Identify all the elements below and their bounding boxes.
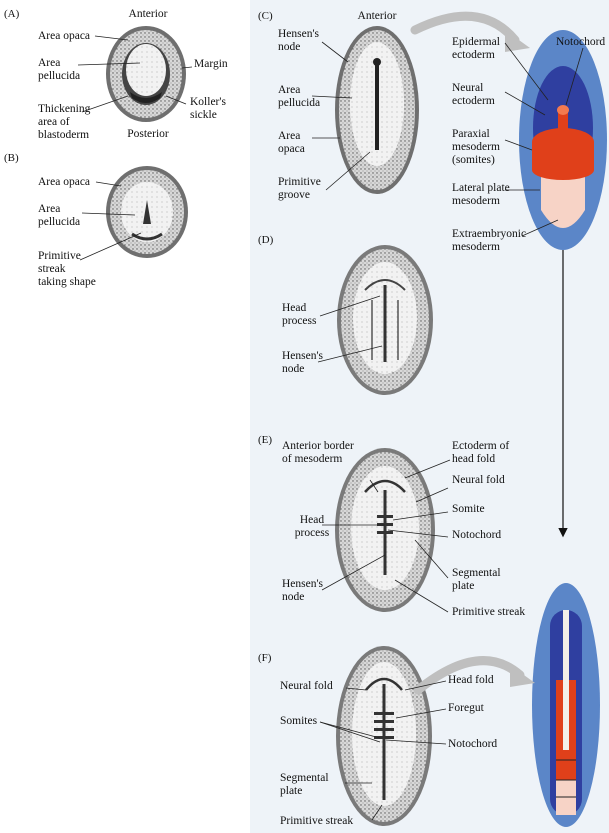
label-c-area-opaca: Area opaca — [278, 130, 305, 156]
label-c-anterior: Anterior — [340, 10, 414, 23]
label-b-area-pellucida: Area pellucida — [38, 203, 80, 229]
label-e-primitive-streak: Primitive streak — [452, 606, 525, 619]
panel-letter-c: (C) — [258, 10, 273, 22]
label-f-segmental-plate: Segmental plate — [280, 772, 329, 798]
label-c-primitive-groove: Primitive groove — [278, 176, 321, 202]
panel-letter-e: (E) — [258, 434, 272, 446]
embryo-c — [335, 26, 419, 194]
fate-map-bottom — [532, 583, 600, 827]
label-fate-neural-ectoderm: Neural ectoderm — [452, 82, 495, 108]
label-f-foregut: Foregut — [448, 702, 484, 715]
embryo-f — [336, 646, 432, 826]
label-a-anterior: Anterior — [118, 8, 178, 21]
label-fate-paraxial-mesoderm: Paraxial mesoderm (somites) — [452, 128, 500, 167]
embryo-a — [106, 26, 186, 122]
label-c-hensens-node: Hensen's node — [278, 28, 319, 54]
label-c-area-pellucida: Area pellucida — [278, 84, 320, 110]
label-a-area-pellucida: Area pellucida — [38, 57, 80, 83]
label-e-ectoderm-head-fold: Ectoderm of head fold — [452, 440, 509, 466]
panel-letter-d: (D) — [258, 234, 273, 246]
label-a-thickening: Thickening area of blastoderm — [38, 103, 90, 142]
label-e-notochord: Notochord — [452, 529, 501, 542]
label-a-kollers-sickle: Koller's sickle — [190, 96, 226, 122]
label-a-margin: Margin — [194, 58, 228, 71]
panel-letter-f: (F) — [258, 652, 271, 664]
label-f-somites: Somites — [280, 715, 317, 728]
label-e-segmental-plate: Segmental plate — [452, 567, 501, 593]
label-f-primitive-streak: Primitive streak — [280, 815, 353, 828]
label-f-neural-fold: Neural fold — [280, 680, 333, 693]
label-a-area-opaca: Area opaca — [38, 30, 90, 43]
label-f-notochord: Notochord — [448, 738, 497, 751]
label-e-head-process: Head process — [282, 514, 342, 540]
label-e-somite: Somite — [452, 503, 485, 516]
embryo-d — [337, 245, 433, 395]
panel-letter-b: (B) — [4, 152, 19, 164]
label-e-neural-fold: Neural fold — [452, 474, 505, 487]
label-a-posterior: Posterior — [118, 128, 178, 141]
label-fate-epidermal-ectoderm: Epidermal ectoderm — [452, 36, 500, 62]
label-fate-lateral-plate: Lateral plate mesoderm — [452, 182, 510, 208]
label-b-primitive-streak: Primitive streak taking shape — [38, 250, 96, 289]
label-f-head-fold: Head fold — [448, 674, 494, 687]
label-e-hensens-node: Hensen's node — [282, 578, 323, 604]
panel-letter-a: (A) — [4, 8, 19, 20]
label-d-head-process: Head process — [282, 302, 317, 328]
label-fate-extraembryonic: Extraembryonic mesoderm — [452, 228, 526, 254]
embryo-b — [106, 166, 188, 258]
label-e-anterior-border: Anterior border of mesoderm — [282, 440, 354, 466]
label-d-hensens-node: Hensen's node — [282, 350, 323, 376]
fate-map-top — [519, 30, 607, 250]
embryo-e — [335, 448, 435, 612]
label-fate-notochord: Notochord — [556, 36, 605, 49]
label-b-area-opaca: Area opaca — [38, 176, 90, 189]
